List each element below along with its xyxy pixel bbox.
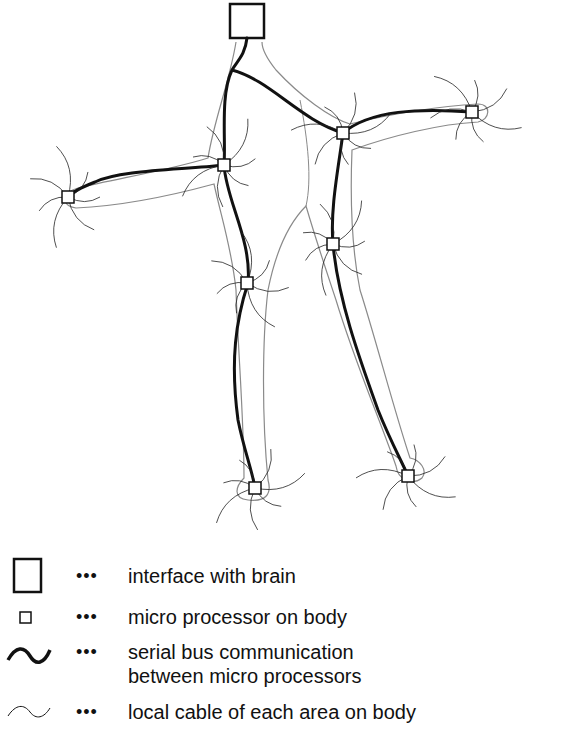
legend-text: micro processor on body <box>128 605 548 629</box>
micro-processor <box>402 470 414 482</box>
brain-interface-box <box>230 4 264 38</box>
local-cable <box>56 146 70 197</box>
local-cable <box>255 473 305 489</box>
legend-separator: ••• <box>76 564 98 588</box>
legend-micro-processor-sample <box>20 612 31 623</box>
local-cable <box>356 469 408 477</box>
legend-separator: ••• <box>76 700 98 724</box>
micro-processor <box>241 277 253 289</box>
legend-brain-interface-sample <box>14 559 41 592</box>
legend-separator: ••• <box>76 640 98 664</box>
legend-serial-bus-sample <box>8 649 50 662</box>
micro-processor <box>218 159 230 171</box>
legend-text: serial bus communication between micro p… <box>128 640 388 688</box>
micro-processor <box>466 106 478 118</box>
local-cable <box>54 197 68 248</box>
serial-bus <box>68 38 472 488</box>
local-cables <box>30 76 521 529</box>
micro-processor <box>249 482 261 494</box>
local-cable <box>241 231 252 283</box>
legend-separator: ••• <box>76 605 98 629</box>
legend-local-cable-sample <box>8 706 50 717</box>
micro-processor <box>327 238 339 250</box>
local-cable <box>408 476 456 497</box>
local-cable <box>291 124 343 133</box>
legend-text: local cable of each area on body <box>128 700 548 724</box>
local-cable <box>322 244 333 296</box>
local-cable <box>472 112 522 129</box>
local-cable <box>224 119 248 165</box>
micro-processor <box>337 127 349 139</box>
micro-processor <box>62 191 74 203</box>
local-cable <box>343 113 391 133</box>
legend-text: interface with brain <box>128 564 548 588</box>
micro-processors <box>62 106 478 494</box>
